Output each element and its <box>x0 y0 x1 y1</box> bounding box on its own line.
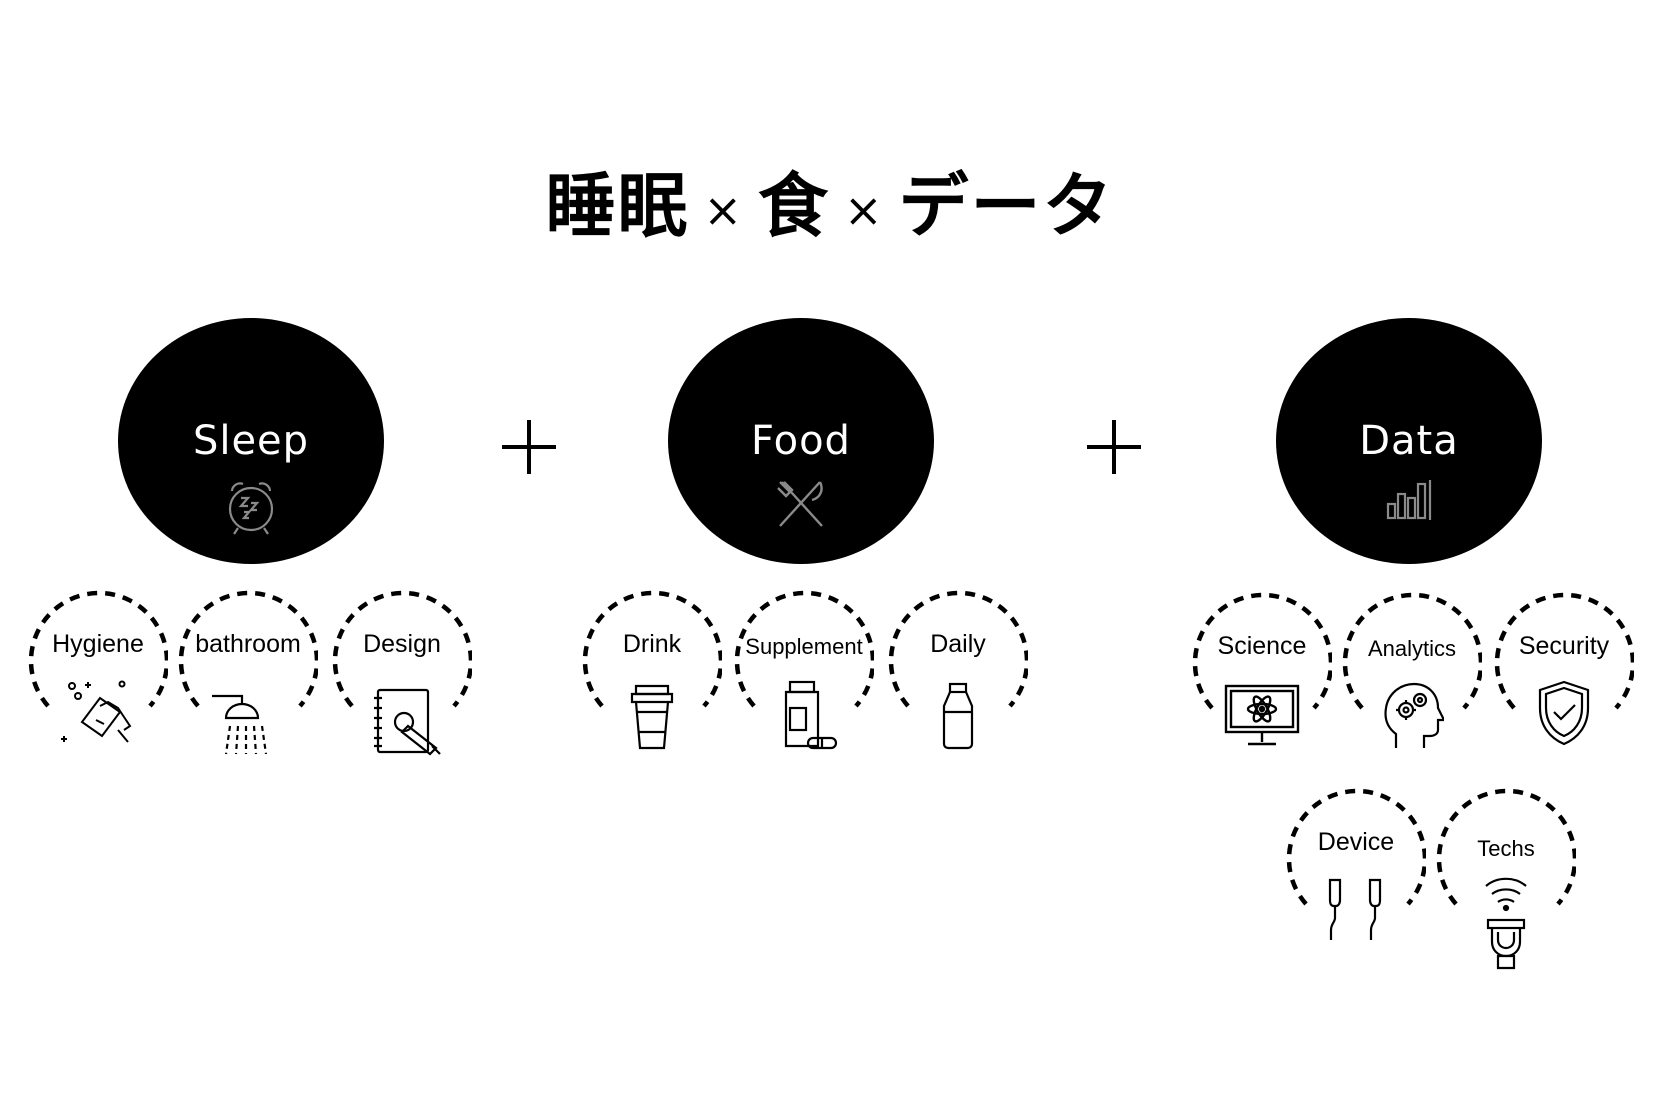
title-data: データ <box>898 165 1115 247</box>
shield-check-icon <box>1538 680 1590 746</box>
head-gears-icon <box>1384 682 1444 748</box>
sub-techs: Techs <box>1436 776 1576 970</box>
title-times-2: × <box>844 183 885 237</box>
design-label: Design <box>363 630 441 658</box>
milk-bottle-icon <box>942 682 974 750</box>
page-title: 睡眠×食×データ <box>0 150 1660 251</box>
sub-hygiene: Hygiene <box>28 578 168 743</box>
pill-bottle-icon <box>784 680 838 750</box>
notebook-pen-icon <box>374 688 441 756</box>
food-circle: Food <box>668 318 934 564</box>
title-food: 食 <box>758 165 830 247</box>
analytics-label: Analytics <box>1367 636 1457 661</box>
sleep-circle: Sleep <box>118 318 384 564</box>
food-label: Food <box>751 418 851 464</box>
sub-daily: Daily <box>888 578 1028 750</box>
sub-design: Design <box>332 578 472 756</box>
security-label: Security <box>1518 632 1610 660</box>
coffee-cup-icon <box>630 684 674 750</box>
drink-label: Drink <box>622 630 682 658</box>
science-label: Science <box>1217 632 1307 660</box>
title-times-1: × <box>703 183 744 237</box>
wifi-toilet-icon <box>1485 877 1527 970</box>
daily-label: Daily <box>930 630 986 658</box>
sub-bathroom: bathroom <box>178 578 318 755</box>
bar-chart-icon <box>1386 480 1432 520</box>
sleep-label: Sleep <box>192 418 310 464</box>
alarm-clock-zzz-icon <box>228 482 274 535</box>
techs-label: Techs <box>1477 836 1535 861</box>
title-sleep: 睡眠 <box>545 165 690 247</box>
shower-icon <box>212 694 268 755</box>
plus-sign-2 <box>1087 420 1141 474</box>
supplement-label: Supplement <box>745 634 863 659</box>
sub-science: Science <box>1192 580 1332 746</box>
plus-sign-1 <box>502 420 556 474</box>
fork-knife-icon <box>777 481 823 527</box>
cleaning-hand-icon <box>61 680 132 743</box>
data-label: Data <box>1359 418 1459 464</box>
sub-security: Security <box>1494 580 1634 746</box>
sub-device: Device <box>1286 776 1426 940</box>
earphones-icon <box>1328 878 1382 940</box>
hygiene-label: Hygiene <box>52 630 144 658</box>
sub-supplement: Supplement <box>734 578 874 750</box>
data-circle: Data <box>1276 318 1542 564</box>
sub-analytics: Analytics <box>1342 580 1482 748</box>
bathroom-label: bathroom <box>195 630 301 658</box>
device-label: Device <box>1317 828 1395 856</box>
monitor-atom-icon <box>1224 684 1300 746</box>
sub-drink: Drink <box>582 578 722 750</box>
